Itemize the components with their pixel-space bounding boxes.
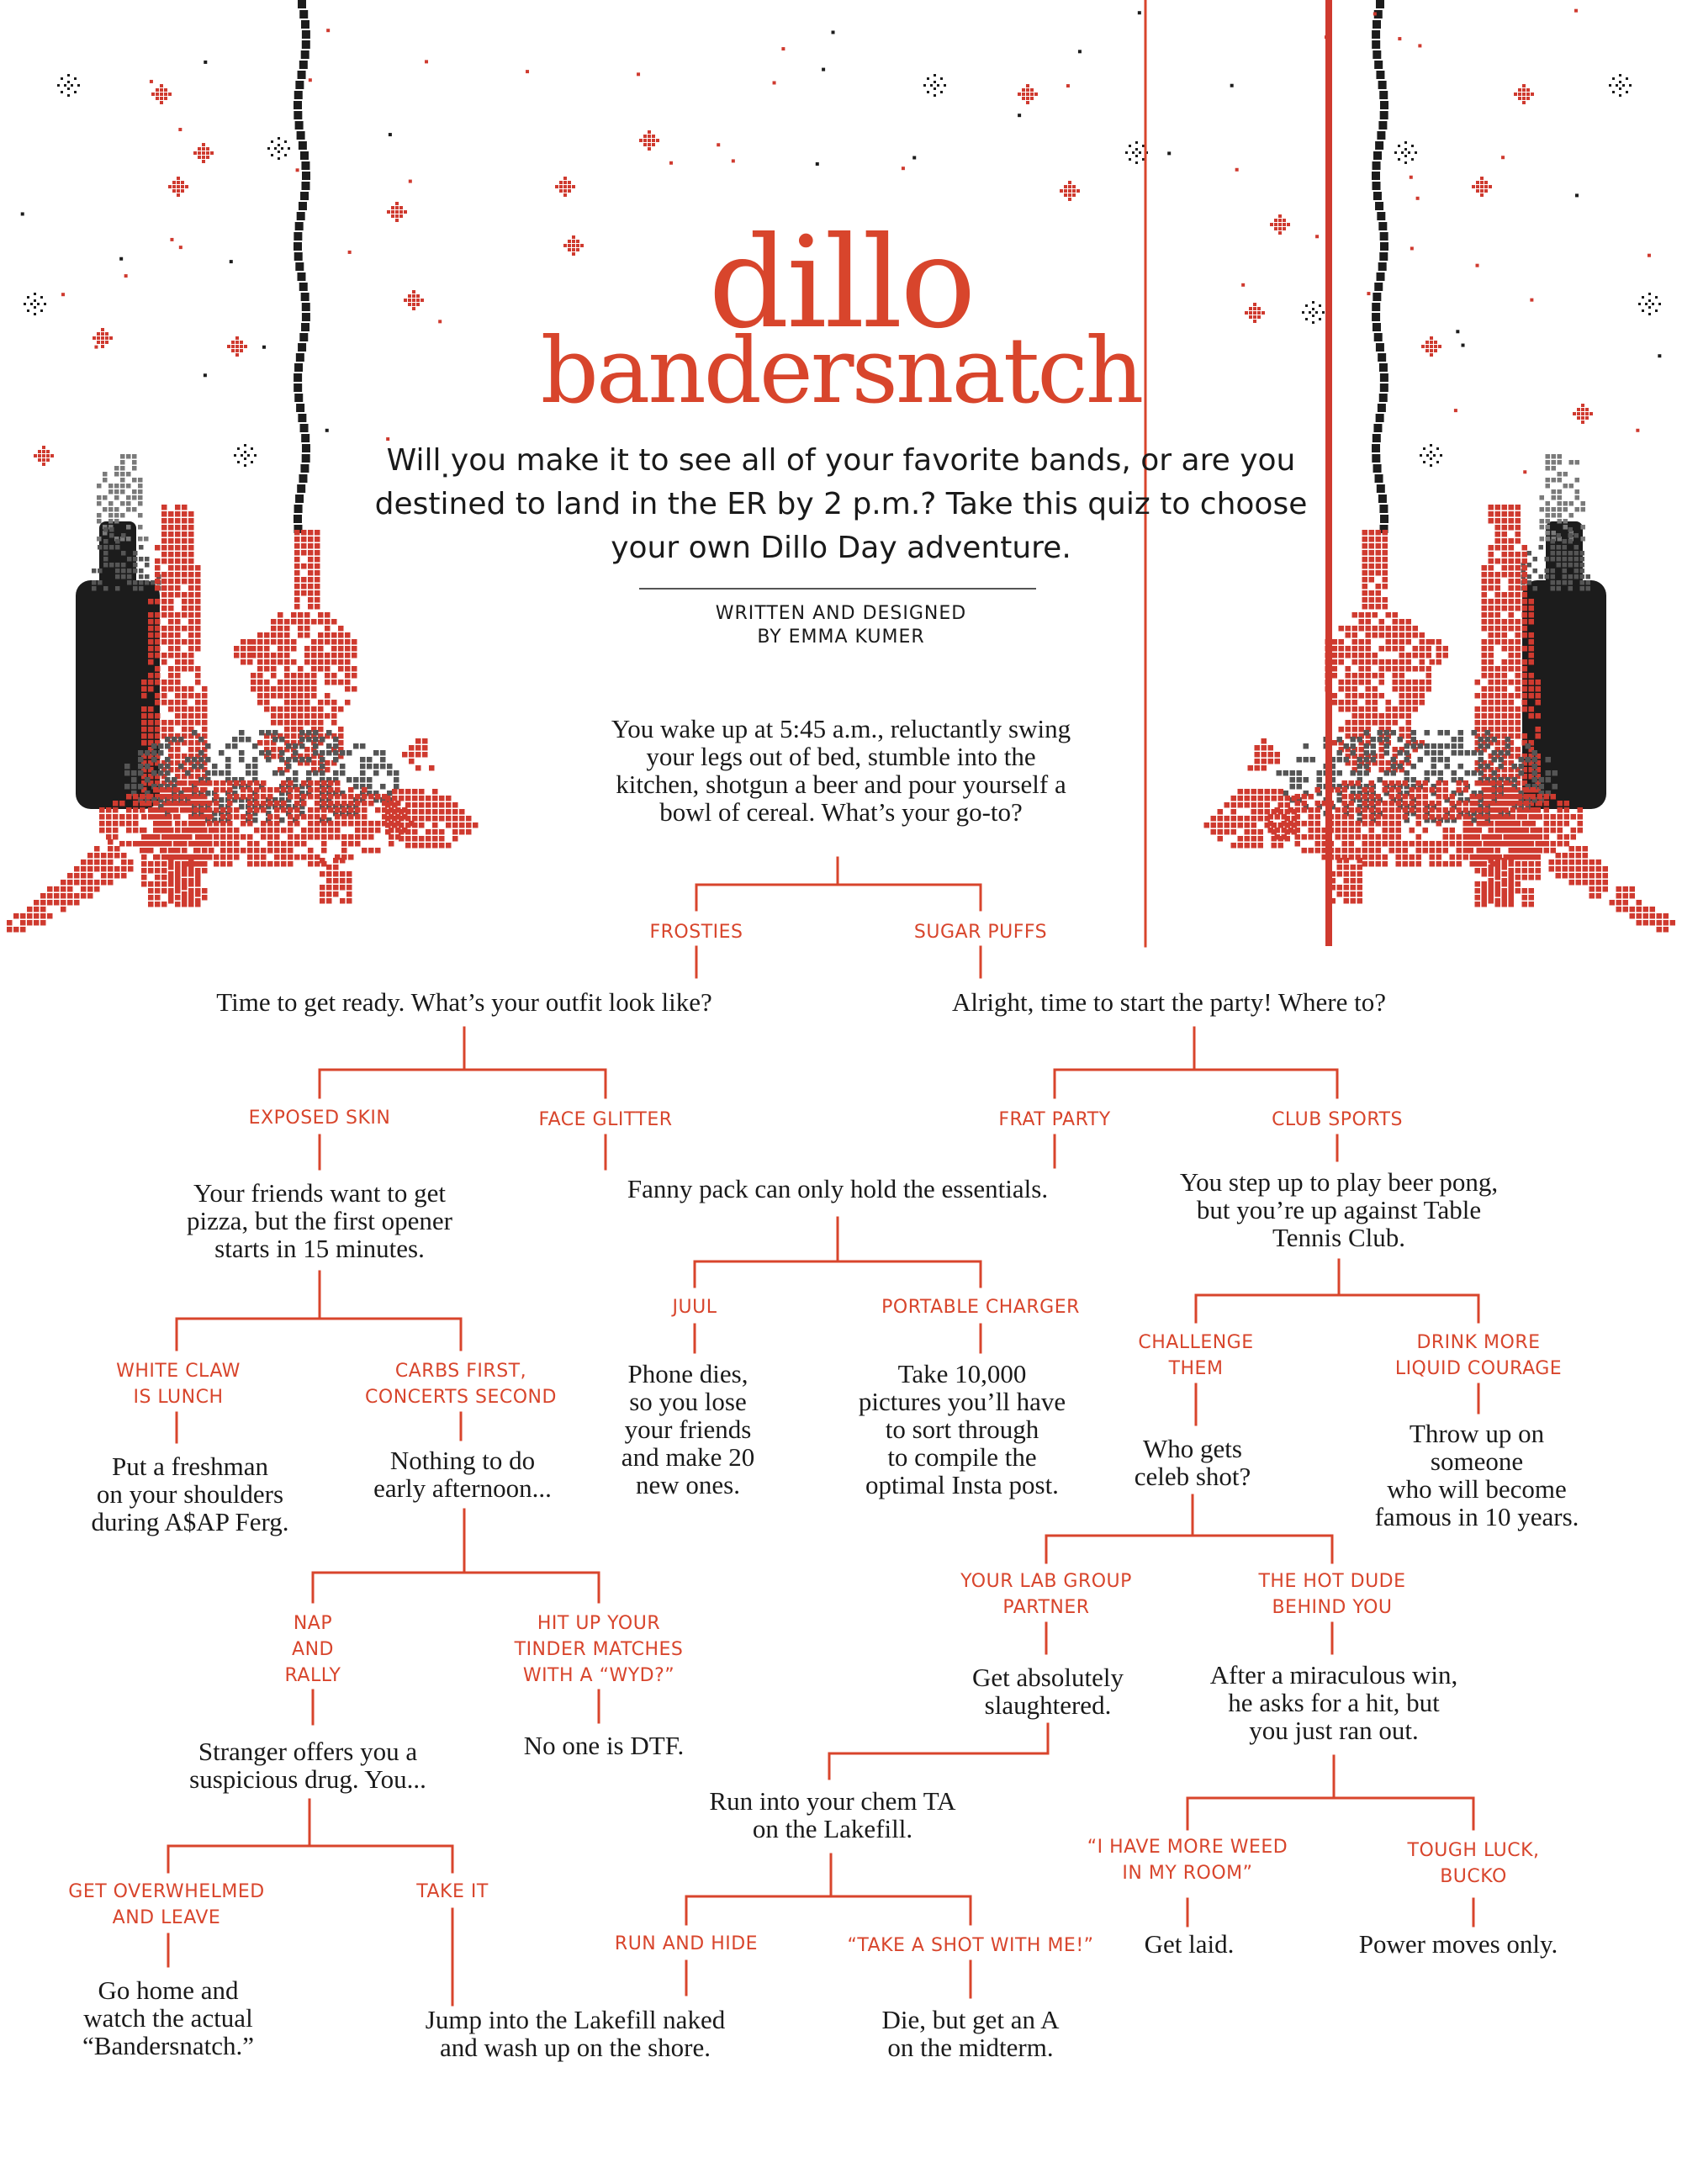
option-nap-and-rally[interactable]: NAP AND RALLY (284, 1613, 341, 1686)
option-white-claw[interactable]: WHITE CLAW IS LUNCH (116, 1361, 241, 1408)
intro-text: Will you make it to see all of your favo… (374, 443, 1308, 565)
title-bandersnatch: bandersnatch (540, 319, 1145, 424)
option-tinder-matches[interactable]: HIT UP YOUR TINDER MATCHES WITH A “WYD?” (514, 1613, 684, 1686)
question-celeb-shot: Who gets celeb shot? (1134, 1434, 1251, 1491)
byline-line-1: WRITTEN AND DESIGNED (715, 603, 967, 624)
outcome-no-one-dtf: No one is DTF. (523, 1731, 685, 1760)
option-tough-luck[interactable]: TOUGH LUCK, BUCKO (1407, 1840, 1540, 1887)
question-stranger-drug: Stranger offers you a suspicious drug. Y… (189, 1737, 426, 1794)
red-vase-right (1325, 530, 1448, 773)
outcome-die-get-an-a: Die, but get an A on the midterm. (881, 2005, 1060, 2062)
red-bottle-left (135, 505, 214, 907)
question-miraculous-win: After a miraculous win, he asks for a hi… (1209, 1660, 1458, 1745)
option-more-weed[interactable]: “I HAVE MORE WEED IN MY ROOM” (1087, 1837, 1288, 1884)
title-dillo: dillo (708, 210, 976, 357)
byline-line-2: BY EMMA KUMER (757, 627, 925, 648)
option-juul[interactable]: JUUL (672, 1297, 717, 1318)
question-chem-ta: Run into your chem TA on the Lakefill. (709, 1786, 956, 1843)
option-exposed-skin[interactable]: EXPOSED SKIN (248, 1108, 391, 1129)
sparkles (20, 8, 1662, 478)
option-challenge-them[interactable]: CHALLENGE THEM (1138, 1332, 1254, 1379)
question-nothing-to-do: Nothing to do early afternoon... (373, 1446, 552, 1503)
option-take-it[interactable]: TAKE IT (416, 1881, 489, 1902)
vertical-rule-thick (1325, 0, 1332, 946)
black-bottle-right (1521, 454, 1606, 809)
option-hot-dude[interactable]: THE HOT DUDE BEHIND YOU (1258, 1571, 1406, 1618)
option-run-and-hide[interactable]: RUN AND HIDE (614, 1933, 759, 1954)
option-club-sports[interactable]: CLUB SPORTS (1272, 1109, 1403, 1130)
option-get-overwhelmed[interactable]: GET OVERWHELMED AND LEAVE (68, 1881, 265, 1928)
option-face-glitter[interactable]: FACE GLITTER (538, 1109, 673, 1130)
option-carbs-first[interactable]: CARBS FIRST, CONCERTS SECOND (365, 1361, 557, 1408)
byline: WRITTEN AND DESIGNED BY EMMA KUMER (589, 602, 1093, 649)
question-slaughtered: Get absolutely slaughtered. (972, 1663, 1124, 1720)
armadillo-right (1203, 730, 1675, 933)
outcome-power-moves: Power moves only. (1358, 1929, 1558, 1959)
chain-left (294, 0, 310, 533)
question-outfit: Time to get ready. What’s your outfit lo… (216, 987, 712, 1017)
option-portable-charger[interactable]: PORTABLE CHARGER (881, 1297, 1080, 1318)
option-lab-group-partner[interactable]: YOUR LAB GROUP PARTNER (960, 1571, 1132, 1618)
option-frat-party[interactable]: FRAT PARTY (998, 1109, 1111, 1130)
question-fanny-pack: Fanny pack can only hold the essentials. (627, 1174, 1049, 1203)
chain-right (1372, 0, 1388, 533)
question-wake-up: You wake up at 5:45 a.m., reluctantly sw… (611, 714, 1071, 827)
option-sugar-puffs[interactable]: SUGAR PUFFS (913, 922, 1048, 943)
armadillo-left (7, 730, 479, 933)
option-frosties[interactable]: FROSTIES (649, 922, 743, 943)
outcome-throw-up: Throw up on someone who will become famo… (1374, 1419, 1579, 1531)
option-drink-more[interactable]: DRINK MORE LIQUID COURAGE (1394, 1332, 1563, 1379)
option-take-a-shot[interactable]: “TAKE A SHOT WITH ME!” (847, 1935, 1094, 1956)
outcome-go-home: Go home and watch the actual “Bandersnat… (82, 1975, 254, 2060)
outcome-get-laid: Get laid. (1144, 1929, 1235, 1959)
outcome-10000-pictures: Take 10,000 pictures you’ll have to sort… (858, 1359, 1066, 1499)
outcome-jump-lakefill: Jump into the Lakefill naked and wash up… (425, 2005, 726, 2062)
question-beer-pong: You step up to play beer pong, but you’r… (1179, 1167, 1499, 1252)
question-pizza: Your friends want to get pizza, but the … (187, 1178, 452, 1263)
outcome-freshman-shoulders: Put a freshman on your shoulders during … (91, 1452, 289, 1536)
question-party-location: Alright, time to start the party! Where … (952, 987, 1386, 1017)
outcome-phone-dies: Phone dies, so you lose your friends and… (621, 1359, 755, 1499)
red-vase-left (234, 530, 357, 773)
